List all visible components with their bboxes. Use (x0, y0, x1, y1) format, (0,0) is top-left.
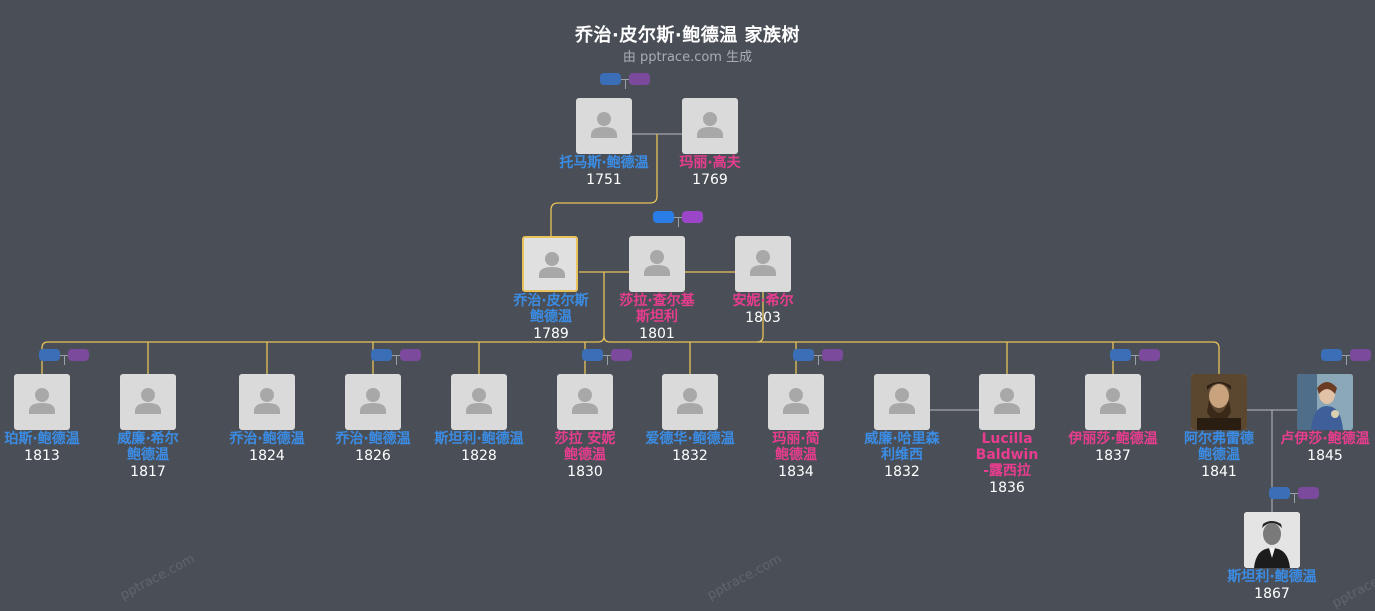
person-name[interactable]: Lucilla (981, 431, 1033, 447)
female-badge-icon[interactable] (611, 349, 632, 361)
birth-year: 1769 (692, 172, 728, 188)
person-silhouette-icon[interactable] (120, 374, 176, 430)
male-badge-icon[interactable] (582, 349, 603, 361)
person-name[interactable]: 珀斯·鲍德温 (4, 431, 80, 447)
family-badge[interactable] (371, 349, 421, 365)
female-badge-icon[interactable] (68, 349, 89, 361)
person-silhouette-icon[interactable] (1085, 374, 1141, 430)
birth-year: 1837 (1095, 448, 1131, 464)
male-badge-icon[interactable] (1269, 487, 1290, 499)
birth-year: 1751 (586, 172, 622, 188)
birth-year: 1817 (130, 464, 166, 480)
person-name[interactable]: 安妮·希尔 (732, 293, 794, 309)
female-badge-icon[interactable] (1139, 349, 1160, 361)
page-subtitle: 由 pptrace.com 生成 (622, 50, 753, 65)
person-name[interactable]: 乔治·鲍德温 (335, 431, 411, 447)
person-silhouette-icon[interactable] (768, 374, 824, 430)
person-name[interactable]: 莎拉·查尔基 (619, 293, 695, 309)
person-name[interactable]: 斯坦利·鲍德温 (434, 431, 524, 447)
birth-year: 1803 (745, 310, 781, 326)
person-name[interactable]: Baldwin (975, 447, 1039, 463)
male-badge-icon[interactable] (1110, 349, 1131, 361)
person-name[interactable]: 爱德华·鲍德温 (645, 431, 735, 447)
person-silhouette-icon[interactable] (874, 374, 930, 430)
person-silhouette-icon[interactable] (629, 236, 685, 292)
person-name[interactable]: 威廉·希尔 (117, 431, 179, 447)
male-badge-icon[interactable] (653, 211, 674, 223)
person-name[interactable]: -露西拉 (983, 463, 1031, 479)
birth-year: 1841 (1201, 464, 1237, 480)
birth-year: 1832 (672, 448, 708, 464)
female-badge-icon[interactable] (682, 211, 703, 223)
person-name[interactable]: 鲍德温 (530, 309, 572, 325)
person-name[interactable]: 鲍德温 (1198, 447, 1240, 463)
person-name[interactable]: 阿尔弗雷德 (1184, 431, 1254, 447)
page-title: 乔治·皮尔斯·鲍德温 家族树 (575, 25, 800, 46)
person-silhouette-icon[interactable] (576, 98, 632, 154)
person-name[interactable]: 鲍德温 (127, 447, 169, 463)
person-name[interactable]: 斯坦利 (636, 309, 678, 325)
birth-year: 1824 (249, 448, 285, 464)
family-badge[interactable] (582, 349, 632, 365)
person-silhouette-icon[interactable] (522, 236, 578, 292)
person-silhouette-icon[interactable] (557, 374, 613, 430)
family-badge[interactable] (1110, 349, 1160, 365)
birth-year: 1828 (461, 448, 497, 464)
birth-year: 1867 (1254, 586, 1290, 602)
female-badge-icon[interactable] (1350, 349, 1371, 361)
person-name[interactable]: 利维西 (881, 447, 923, 463)
person-name[interactable]: 鲍德温 (775, 447, 817, 463)
birth-year: 1826 (355, 448, 391, 464)
male-badge-icon[interactable] (1321, 349, 1342, 361)
family-badge[interactable] (1269, 487, 1319, 503)
person-name[interactable]: 乔治·鲍德温 (229, 431, 305, 447)
male-badge-icon[interactable] (793, 349, 814, 361)
person-silhouette-icon[interactable] (14, 374, 70, 430)
person-silhouette-icon[interactable] (682, 98, 738, 154)
female-badge-icon[interactable] (1298, 487, 1319, 499)
person-silhouette-icon[interactable] (239, 374, 295, 430)
birth-year: 1845 (1307, 448, 1343, 464)
person-name[interactable]: 托马斯·鲍德温 (559, 155, 649, 171)
person-name[interactable]: 卢伊莎·鲍德温 (1280, 431, 1370, 447)
person-name[interactable]: 威廉·哈里森 (864, 431, 940, 447)
male-badge-icon[interactable] (39, 349, 60, 361)
male-badge-icon[interactable] (600, 73, 621, 85)
person-name[interactable]: 鲍德温 (564, 447, 606, 463)
person-silhouette-icon[interactable] (979, 374, 1035, 430)
person-silhouette-icon[interactable] (735, 236, 791, 292)
person-name[interactable]: 莎拉 安妮 (554, 431, 616, 447)
family-badge[interactable] (39, 349, 89, 365)
female-badge-icon[interactable] (629, 73, 650, 85)
family-badge[interactable] (600, 73, 650, 89)
birth-year: 1830 (567, 464, 603, 480)
family-badge[interactable] (653, 211, 703, 227)
person-name[interactable]: 伊丽莎·鲍德温 (1068, 431, 1158, 447)
person-silhouette-icon[interactable] (662, 374, 718, 430)
birth-year: 1836 (989, 480, 1025, 496)
female-badge-icon[interactable] (822, 349, 843, 361)
person-name[interactable]: 玛丽·简 (772, 431, 820, 447)
female-badge-icon[interactable] (400, 349, 421, 361)
male-badge-icon[interactable] (371, 349, 392, 361)
birth-year: 1813 (24, 448, 60, 464)
portrait-photo[interactable] (1191, 374, 1247, 430)
person-name[interactable]: 乔治·皮尔斯 (513, 293, 589, 309)
person-silhouette-icon[interactable] (451, 374, 507, 430)
person-silhouette-icon[interactable] (345, 374, 401, 430)
birth-year: 1789 (533, 326, 569, 342)
person-name[interactable]: 玛丽·高夫 (679, 155, 741, 171)
birth-year: 1801 (639, 326, 675, 342)
family-badge[interactable] (793, 349, 843, 365)
birth-year: 1834 (778, 464, 814, 480)
portrait-photo[interactable] (1297, 374, 1353, 430)
family-badge[interactable] (1321, 349, 1371, 365)
person-name[interactable]: 斯坦利·鲍德温 (1227, 569, 1317, 585)
portrait-photo[interactable] (1244, 512, 1300, 568)
birth-year: 1832 (884, 464, 920, 480)
